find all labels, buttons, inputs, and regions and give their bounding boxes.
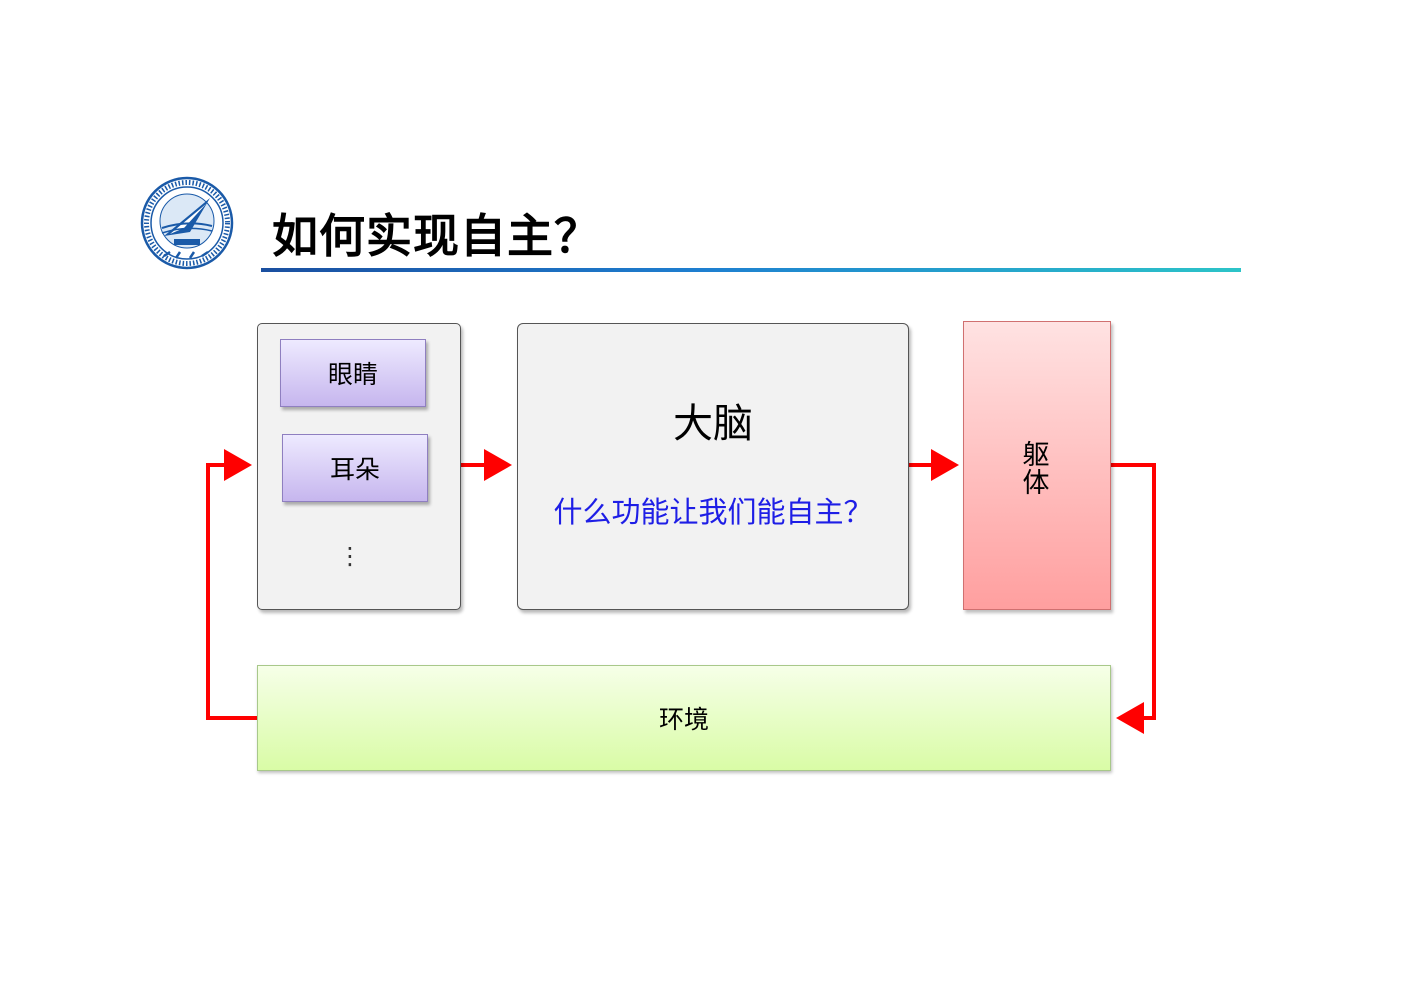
- environment-box: 环境: [257, 665, 1111, 771]
- body-label-line2: 体: [1022, 468, 1050, 499]
- arrow-body-to-environment: [1111, 463, 1156, 734]
- brain-box: [517, 323, 909, 610]
- body-label-line1: 躯: [1022, 440, 1050, 471]
- university-seal-icon: [140, 176, 234, 270]
- brain-title: 大脑: [673, 401, 753, 447]
- body-box: [963, 321, 1111, 610]
- arrow-environment-to-sensors: [206, 449, 257, 720]
- title-underline: [261, 268, 1241, 272]
- more-sensors-ellipsis: ⋮: [338, 542, 362, 570]
- brain-question: 什么功能让我们能自主？: [553, 495, 873, 529]
- body-label: 躯 体: [1016, 442, 1056, 498]
- ears-box: 耳朵: [282, 434, 428, 502]
- eyes-box: 眼睛: [280, 339, 426, 407]
- page-title: 如何实现自主？: [272, 209, 601, 263]
